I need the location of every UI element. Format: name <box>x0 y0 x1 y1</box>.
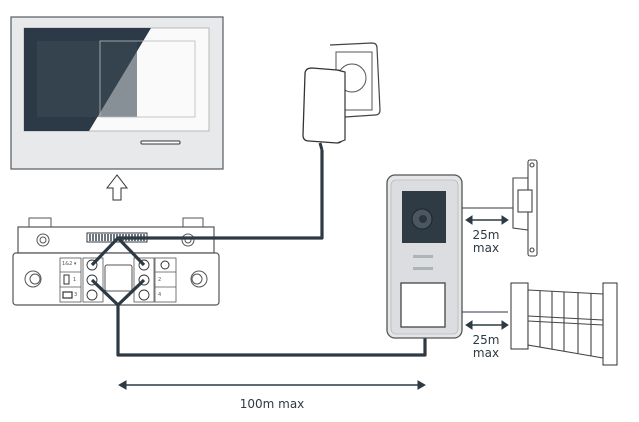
gate-distance-label: 25m max <box>466 334 506 359</box>
terminal-label-right-3: 4 <box>158 292 162 298</box>
wiring <box>90 150 427 357</box>
bus-distance-label: 100m max <box>239 397 305 411</box>
terminal-label-right-2: 2 <box>158 277 162 283</box>
gate <box>510 282 618 366</box>
terminal-label-left-2: 1 <box>73 277 77 283</box>
mount-arrow-icon <box>105 174 129 201</box>
wall-bracket <box>12 217 220 306</box>
gate-distance-max: max <box>472 345 500 360</box>
gate-distance-value: 25m <box>472 333 500 347</box>
lock-distance-value: 25m <box>472 228 500 242</box>
bus-wire <box>116 305 427 357</box>
power-adapter <box>302 42 381 151</box>
terminal-label-left-3: 3 <box>74 292 78 298</box>
power-wire <box>118 150 324 240</box>
bracket-diamond-wire <box>90 236 146 267</box>
lock-distance-label: 25m max <box>466 229 506 254</box>
call-button <box>400 282 446 328</box>
electric-strike <box>512 159 538 257</box>
terminal-label-left-1: 1&2 ▾ <box>62 261 77 267</box>
indoor-monitor <box>10 16 224 170</box>
lock-distance-max: max <box>472 240 500 255</box>
door-station <box>386 174 463 339</box>
